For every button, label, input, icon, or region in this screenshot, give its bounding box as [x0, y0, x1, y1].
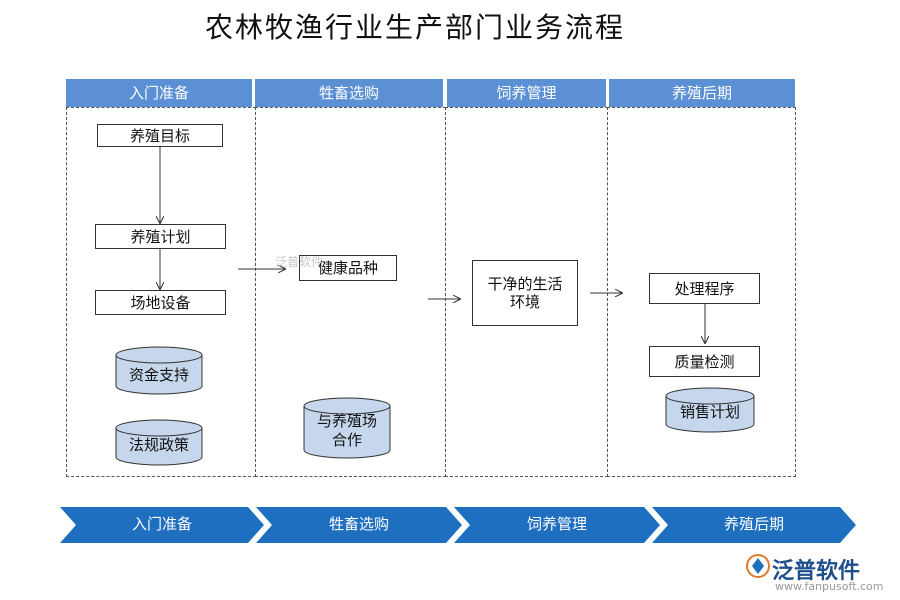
step-label-select: 牲畜选购	[328, 515, 389, 533]
cylinder-sales-plan	[665, 387, 755, 433]
node-fund-support: 资金支持	[128, 365, 189, 384]
lane-header-late: 养殖后期	[609, 79, 795, 107]
cylinder-fund-support	[115, 346, 203, 395]
node-site-equipment: 场地设备	[95, 290, 226, 315]
chevron-4	[652, 507, 856, 543]
step-label-late: 养殖后期	[723, 515, 784, 533]
brand-url: www.fanpusoft.com	[775, 580, 884, 593]
node-clean-environment: 干净的生活环境	[472, 260, 578, 326]
chevron-3	[454, 507, 660, 543]
chevron-2	[256, 507, 462, 543]
node-breed-goal: 养殖目标	[97, 124, 223, 147]
lane-late	[607, 107, 796, 477]
node-quality-check: 质量检测	[649, 346, 760, 377]
node-process-procedure: 处理程序	[649, 273, 760, 304]
brand-logo: 泛普软件	[772, 559, 861, 584]
node-sales-plan: 销售计划	[679, 402, 740, 421]
step-label-feeding: 饲养管理	[526, 515, 587, 533]
lane-header-prep: 入门准备	[66, 79, 252, 107]
cylinder-farm-cooperation	[303, 397, 391, 459]
lane-header-select: 牲畜选购	[255, 79, 443, 107]
watermark-text: 泛普软件	[275, 255, 324, 269]
lane-header-feeding: 饲养管理	[447, 79, 606, 107]
cylinder-regulations	[115, 419, 203, 466]
step-label-prep: 入门准备	[131, 515, 192, 533]
node-farm-cooperation: 与养殖场合作	[316, 412, 377, 449]
logo-icon	[746, 554, 770, 578]
node-breed-plan: 养殖计划	[95, 224, 226, 249]
chevron-1	[60, 507, 264, 543]
node-healthy-breed: 健康品种	[299, 255, 397, 281]
node-regulations: 法规政策	[128, 435, 189, 454]
page-title: 农林牧渔行业生产部门业务流程	[204, 11, 625, 44]
